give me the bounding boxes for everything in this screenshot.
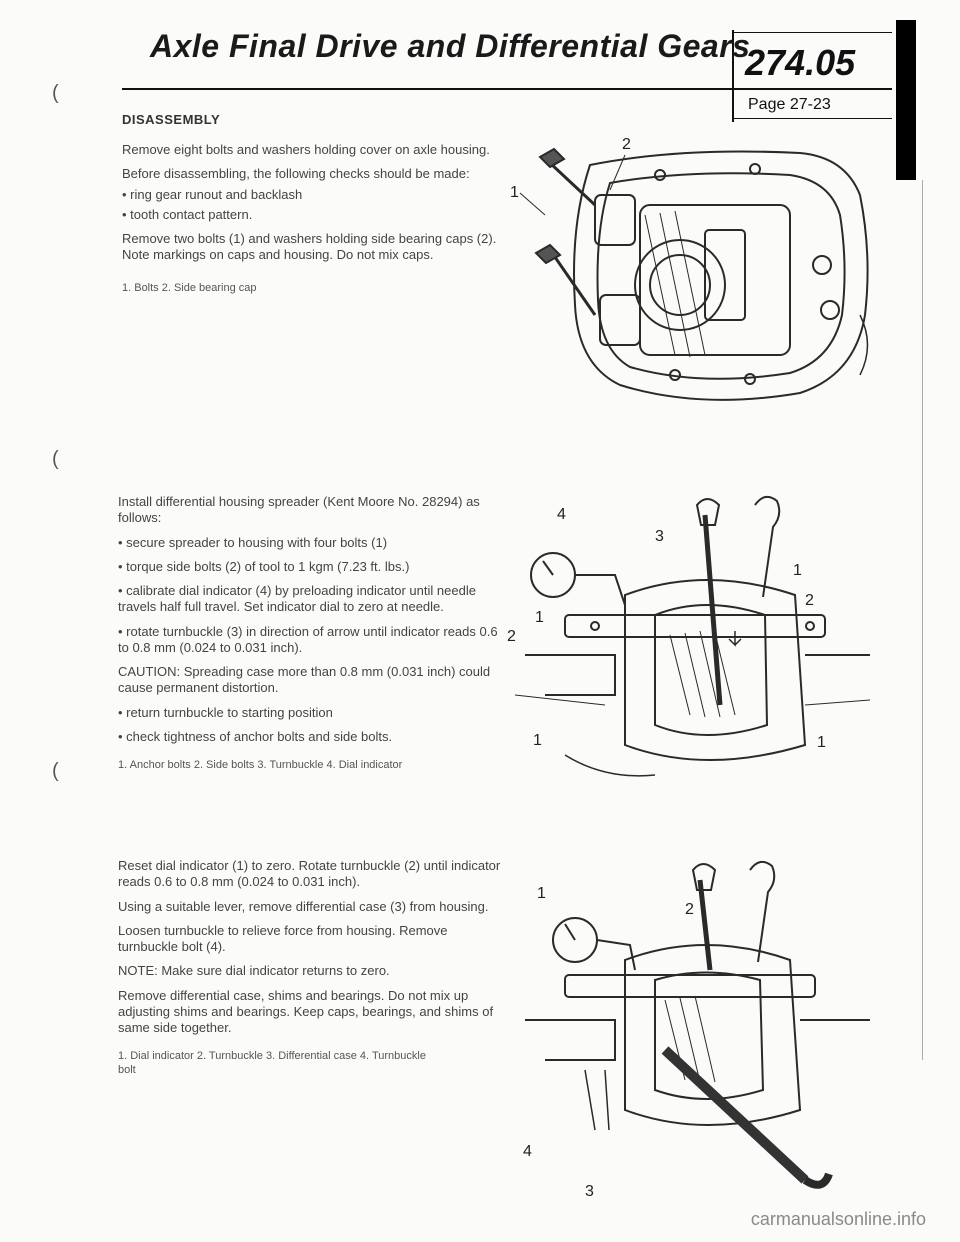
figure-label: 4 [523, 1143, 532, 1160]
figure-label: 1 [535, 609, 544, 626]
paragraph: NOTE: Make sure dial indicator returns t… [118, 963, 390, 979]
paragraph: Before disassembling, the following chec… [122, 166, 470, 182]
page-number: Page 27-23 [748, 96, 831, 113]
hole-punch-mark: ( [52, 448, 59, 470]
bullet-item: ring gear runout and backlash [122, 187, 502, 203]
figure-caption: 1. Dial indicator 2. Turnbuckle 3. Diffe… [118, 1050, 426, 1076]
paragraph: Using a suitable lever, remove different… [118, 898, 489, 914]
scan-edge-line [922, 180, 923, 1060]
figure-label: 1 [537, 885, 546, 902]
hole-punch-mark: ( [52, 82, 59, 104]
figure-remove-differential-case: 1 2 4 3 [523, 860, 870, 1200]
figure-label: 2 [507, 628, 516, 645]
figure-label: 2 [805, 592, 814, 609]
bullet-item: check tightness of anchor bolts and side… [118, 729, 504, 745]
section1-text: Remove eight bolts and washers holding c… [122, 142, 502, 303]
figure-label: 3 [655, 528, 664, 545]
caution-text: Spreading case more than 0.8 mm (0.031 i… [118, 664, 491, 696]
figure-caption: 1. Bolts 2. Side bearing cap [122, 281, 257, 294]
section-number: 274.05 [745, 42, 856, 83]
paragraph: Loosen turnbuckle to relieve force from … [118, 922, 448, 954]
section3-text: Reset dial indicator (1) to zero. Rotate… [118, 858, 504, 1086]
figure-label: 2 [685, 901, 694, 918]
figure-label: 3 [585, 1183, 594, 1200]
bullet-item: calibrate dial indicator (4) by preloadi… [118, 583, 504, 616]
section-heading: DISASSEMBLY [122, 112, 221, 127]
paragraph: Install differential housing spreader (K… [118, 494, 480, 526]
figure-housing-spreader: 4 3 1 2 1 2 1 1 [507, 495, 871, 777]
paragraph: Remove two bolts (1) and washers holding… [122, 231, 497, 263]
figure-label: 1 [533, 732, 542, 749]
header-underline-right [732, 118, 892, 119]
watermark: carmanualsonline.info [750, 1209, 926, 1229]
bullet-item: secure spreader to housing with four bol… [118, 535, 504, 551]
caution-note: CAUTION: Spreading case more than 0.8 mm… [118, 664, 504, 697]
figure-label: 1 [793, 562, 802, 579]
header-divider-vertical [732, 30, 734, 122]
bullet-item: return turnbuckle to starting position [118, 705, 504, 721]
paragraph: Remove differential case, shims and bear… [118, 987, 494, 1036]
header-divider-horizontal [122, 88, 892, 90]
figure-label: 1 [817, 734, 826, 751]
figure-housing-bearing-caps: 2 1 [510, 136, 869, 401]
scan-edge-bar [896, 20, 916, 180]
figure-label: 2 [622, 136, 631, 153]
figure-label: 1 [510, 184, 519, 201]
header-topline-right [732, 32, 892, 33]
caution-label: CAUTION: [118, 664, 181, 679]
bullet-item: tooth contact pattern. [122, 207, 502, 223]
paragraph: Remove eight bolts and washers holding c… [122, 142, 490, 157]
bullet-item: torque side bolts (2) of tool to 1 kgm (… [118, 559, 504, 575]
bullet-item: rotate turnbuckle (3) in direction of ar… [118, 624, 504, 657]
hole-punch-mark: ( [52, 760, 59, 782]
figure-caption: 1. Anchor bolts 2. Side bolts 3. Turnbuc… [118, 759, 403, 771]
figure-label: 4 [557, 506, 566, 523]
section2-text: Install differential housing spreader (K… [118, 494, 504, 781]
page-title: Axle Final Drive and Differential Gears [150, 28, 751, 64]
paragraph: Reset dial indicator (1) to zero. Rotate… [118, 858, 501, 890]
